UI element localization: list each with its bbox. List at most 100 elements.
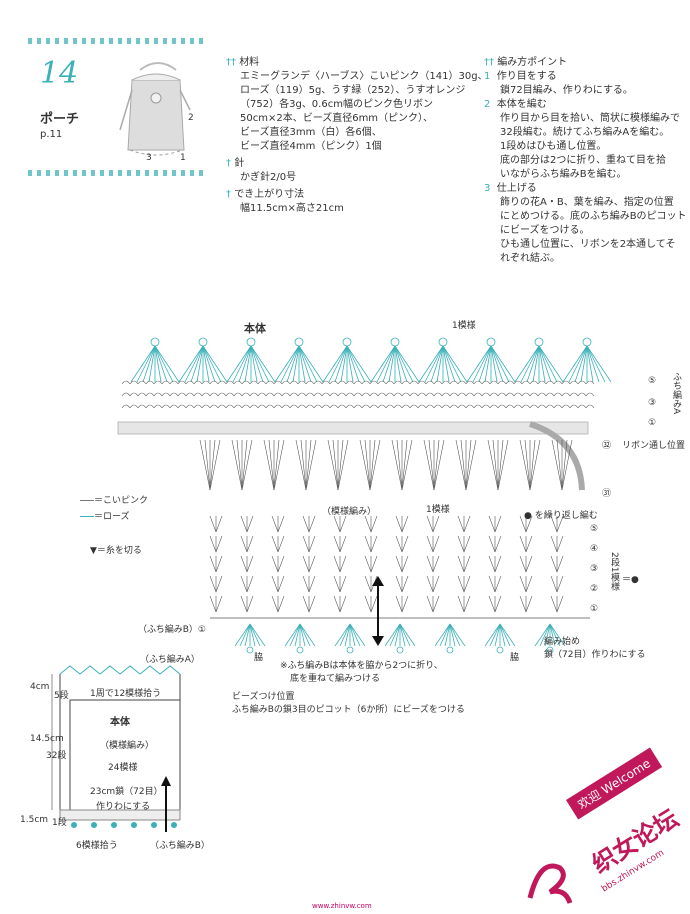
- stitch-mark: [481, 404, 491, 409]
- pattern-title: ポーチ: [40, 112, 80, 127]
- stitch-mark: [377, 380, 387, 385]
- stitch-mark: [153, 392, 163, 397]
- step-title: 仕上げる: [496, 183, 537, 194]
- stitch-mark: [457, 595, 465, 613]
- chain-label-2: 作りわにする: [96, 802, 151, 812]
- stitch-mark: [333, 595, 341, 613]
- stitch-mark: [395, 515, 403, 533]
- stitch-mark: [302, 595, 310, 613]
- stitch-mark: [337, 404, 347, 409]
- picot-mark: [246, 646, 254, 654]
- stitch-mark: [308, 575, 316, 593]
- fan-stitch: [442, 345, 462, 383]
- picot-mark: [246, 337, 256, 347]
- stitch-mark: [401, 535, 409, 553]
- stitch-mark: [193, 392, 203, 397]
- stitch-mark: [494, 595, 502, 613]
- ribbon-label: リボン通し位置: [622, 441, 686, 451]
- fan-stitch: [478, 345, 492, 383]
- fan-stitch: [339, 623, 351, 647]
- stitch-mark: [215, 515, 223, 533]
- materials-line: 50cm×2本、ビーズ直径6mm（ピンク）、: [240, 113, 434, 124]
- stitch-mark: [217, 380, 227, 385]
- fan-stitch: [586, 345, 594, 383]
- fan-stitch: [294, 623, 301, 647]
- stitch-mark: [329, 392, 339, 397]
- fan-stitch: [538, 345, 564, 383]
- stitch-mark: [525, 595, 533, 613]
- stitch-mark: [556, 439, 563, 491]
- fan-stitch: [154, 345, 162, 383]
- stitch-mark: [209, 380, 219, 385]
- stitch-mark: [225, 392, 235, 397]
- fan-stitch: [442, 345, 450, 383]
- stitch-mark: [569, 404, 579, 409]
- picot-mark: [198, 337, 208, 347]
- fan-stitch: [226, 345, 252, 383]
- fan-stitch: [202, 345, 216, 383]
- stitch-mark: [426, 535, 434, 553]
- repeat-dot-icon: ●: [524, 511, 532, 521]
- stitch-mark: [553, 392, 563, 397]
- fan-stitch: [202, 345, 222, 383]
- fan-stitch: [184, 345, 204, 383]
- stitch-mark: [185, 380, 195, 385]
- fan-stitch: [586, 345, 606, 383]
- materials-line: ローズ（119）5g、うす緑（252）、うすオレンジ: [240, 85, 466, 96]
- stitch-mark: [297, 404, 307, 409]
- stitch-mark: [432, 595, 440, 613]
- row-mark-2b: ②: [590, 584, 599, 594]
- fan-stitch: [549, 623, 566, 647]
- bead-instructions: ふち編みBの鎖3目のピコット（6か所）にビーズをつける: [232, 705, 465, 715]
- fan-stitch: [449, 623, 456, 647]
- stitch-mark: [550, 535, 558, 553]
- fan-stitch: [340, 345, 348, 383]
- watermark-logo: [527, 863, 573, 904]
- stitch-mark: [463, 575, 471, 593]
- fan-stitch: [346, 345, 366, 383]
- stitch-mark: [577, 392, 587, 397]
- motif-label-mid: 1模様: [426, 505, 450, 515]
- stitch-mark: [332, 439, 339, 491]
- stitch-mark: [265, 392, 275, 397]
- stitch-mark: [129, 404, 139, 409]
- picot-mark: [342, 337, 352, 347]
- dim-1-5cm: 1.5cm: [20, 815, 49, 825]
- stitch-mark: [297, 380, 307, 385]
- photo-callout-1: 1: [180, 153, 186, 163]
- stitch-mark: [432, 515, 440, 533]
- header-rule-top: [28, 38, 206, 44]
- fuchi-a-label: ふち編みA: [671, 372, 681, 415]
- stitch-mark: [271, 595, 279, 613]
- legend-rose: ＝ローズ: [80, 509, 130, 522]
- stitch-mark: [494, 535, 502, 553]
- fan-stitch: [178, 345, 204, 383]
- row-mark-31: ㉛: [602, 489, 612, 499]
- stitch-mark: [273, 439, 285, 491]
- crochet-chart: [117, 337, 612, 654]
- step-title: 作り目をする: [496, 71, 557, 82]
- stitch-mark: [432, 535, 440, 553]
- stitch-mark: [217, 404, 227, 409]
- stitch-mark: [561, 380, 571, 385]
- step-line: 鎖72目編み、作りわにする。: [500, 85, 633, 96]
- stitch-mark: [240, 555, 248, 573]
- picot-mark: [296, 646, 304, 654]
- stitch-mark: [217, 392, 227, 397]
- fan-stitch: [334, 345, 348, 383]
- needle-heading: 針: [234, 158, 245, 169]
- stitch-mark: [364, 535, 372, 553]
- stitch-mark: [465, 439, 477, 491]
- fan-stitch: [299, 623, 311, 647]
- stitch-mark: [561, 439, 568, 491]
- stitch-mark: [385, 404, 395, 409]
- materials-line: （752）各3g、0.6cm幅のピンク色リボン: [240, 99, 433, 110]
- stitch-mark: [271, 575, 279, 593]
- stitch-mark: [246, 595, 254, 613]
- stitch-mark: [425, 404, 435, 409]
- stitch-mark: [449, 380, 459, 385]
- stitch-mark: [277, 555, 285, 573]
- stitch-mark: [273, 439, 280, 491]
- stitch-mark: [145, 392, 155, 397]
- fan-stitch: [154, 345, 174, 383]
